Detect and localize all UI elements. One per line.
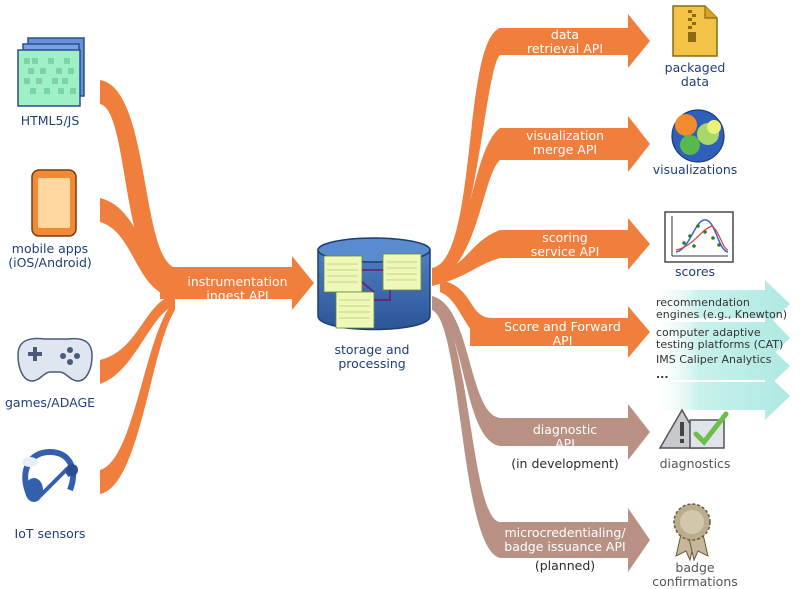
forward-target-more: ... [656,368,669,381]
result-label-badge: badge confirmations [652,560,738,589]
api-label-diagnostic: diagnostic API [532,422,598,451]
api-label-data-retrieval: data retrieval API [526,27,604,56]
forward-target-caliper: IMS Caliper Analytics [656,353,772,366]
input-ribbons [100,80,175,494]
forward-target-cat: computer adaptive testing platforms (CAT… [656,326,784,351]
storage-label: storage and processing [334,342,410,371]
tablet-icon [31,169,77,237]
ingest-arrow [160,256,314,310]
gamepad-icon [17,337,93,382]
result-label-scores: scores [674,264,716,279]
badge-status-note: (planned) [534,558,596,573]
input-label-iot: IoT sensors [14,526,86,541]
forward-arrows [650,280,790,420]
api-label-badge: microcredentialing/ badge issuance API [504,525,626,554]
api-label-score-forward: Score and Forward API [504,319,621,348]
warning-check-icon [658,408,729,449]
api-label-visualization: visualization merge API [525,128,605,157]
diagnostic-status-note: (in development) [511,456,619,471]
zip-file-icon [672,5,718,57]
api-label-scoring: scoring service API [530,230,600,259]
headset-icon [22,448,78,502]
output-ribbons [432,14,650,358]
planned-ribbons [432,296,650,572]
result-label-visualizations: visualizations [652,162,738,177]
forward-target-recommendation: recommendation engines (e.g., Knewton) [656,296,788,321]
ingest-api-label: instrumentation ingest API [187,274,288,303]
scatter-plot-icon [664,211,734,263]
result-label-packaged-data: packaged data [664,60,726,89]
input-label-html5: HTML5/JS [20,113,80,128]
input-label-games: games/ADAGE [4,395,96,410]
badge-icon [673,503,711,562]
result-label-diagnostics: diagnostics [659,456,731,471]
html5-screens-icon [17,37,85,107]
database-icon [317,237,431,331]
input-label-mobile: mobile apps (iOS/Android) [8,241,92,270]
venn-circles-icon [671,109,725,163]
